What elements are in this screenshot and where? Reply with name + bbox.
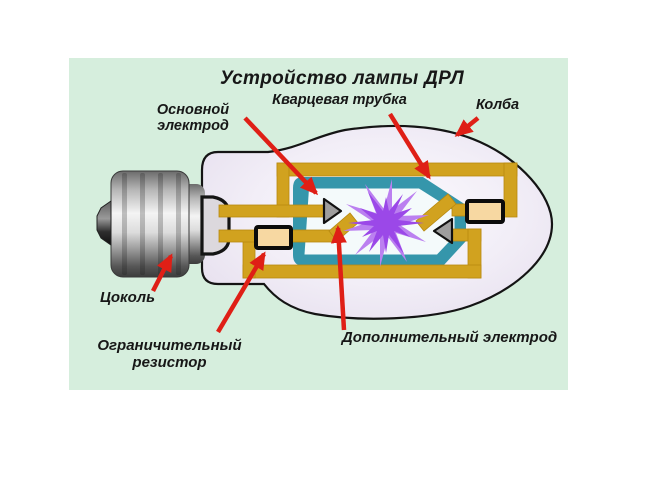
resistor-left	[254, 225, 293, 250]
base-thread-groove	[176, 173, 181, 275]
label-base: Цоколь	[99, 289, 156, 306]
arrow-base	[150, 253, 174, 293]
base-thread-groove	[122, 173, 127, 275]
wire-bottom	[242, 264, 482, 279]
arrow-main-electrode	[243, 116, 319, 196]
additional-electrode-right-wire	[415, 193, 457, 232]
base-thread-groove	[158, 173, 163, 275]
base-contact-tip	[96, 200, 112, 246]
resistor-right	[465, 199, 505, 224]
wire-stem-lower	[218, 229, 261, 243]
label-quartz-tube: Кварцевая трубка	[272, 92, 407, 108]
arrow-quartz-tube	[388, 112, 431, 180]
label-main-electrode: Основной электрод	[156, 102, 230, 135]
base-thread-groove	[140, 173, 145, 275]
label-additional-electrode: Дополнительный электрод	[341, 329, 558, 346]
wire-right-vertical	[503, 162, 518, 218]
wire-top	[276, 162, 518, 177]
wire-main-electrode-left	[218, 204, 325, 218]
main-electrode-right	[432, 217, 454, 245]
arrow-additional-electrode	[330, 225, 347, 331]
arrow-resistor	[216, 251, 266, 334]
page-title: Устройство лампы ДРЛ	[219, 68, 465, 89]
arc-flash	[348, 192, 424, 254]
label-limiting-resistor: Ограничительный резистор	[97, 337, 242, 371]
arrow-bulb	[454, 116, 480, 137]
label-bulb: Колба	[475, 97, 520, 113]
main-electrode-left	[322, 197, 343, 225]
